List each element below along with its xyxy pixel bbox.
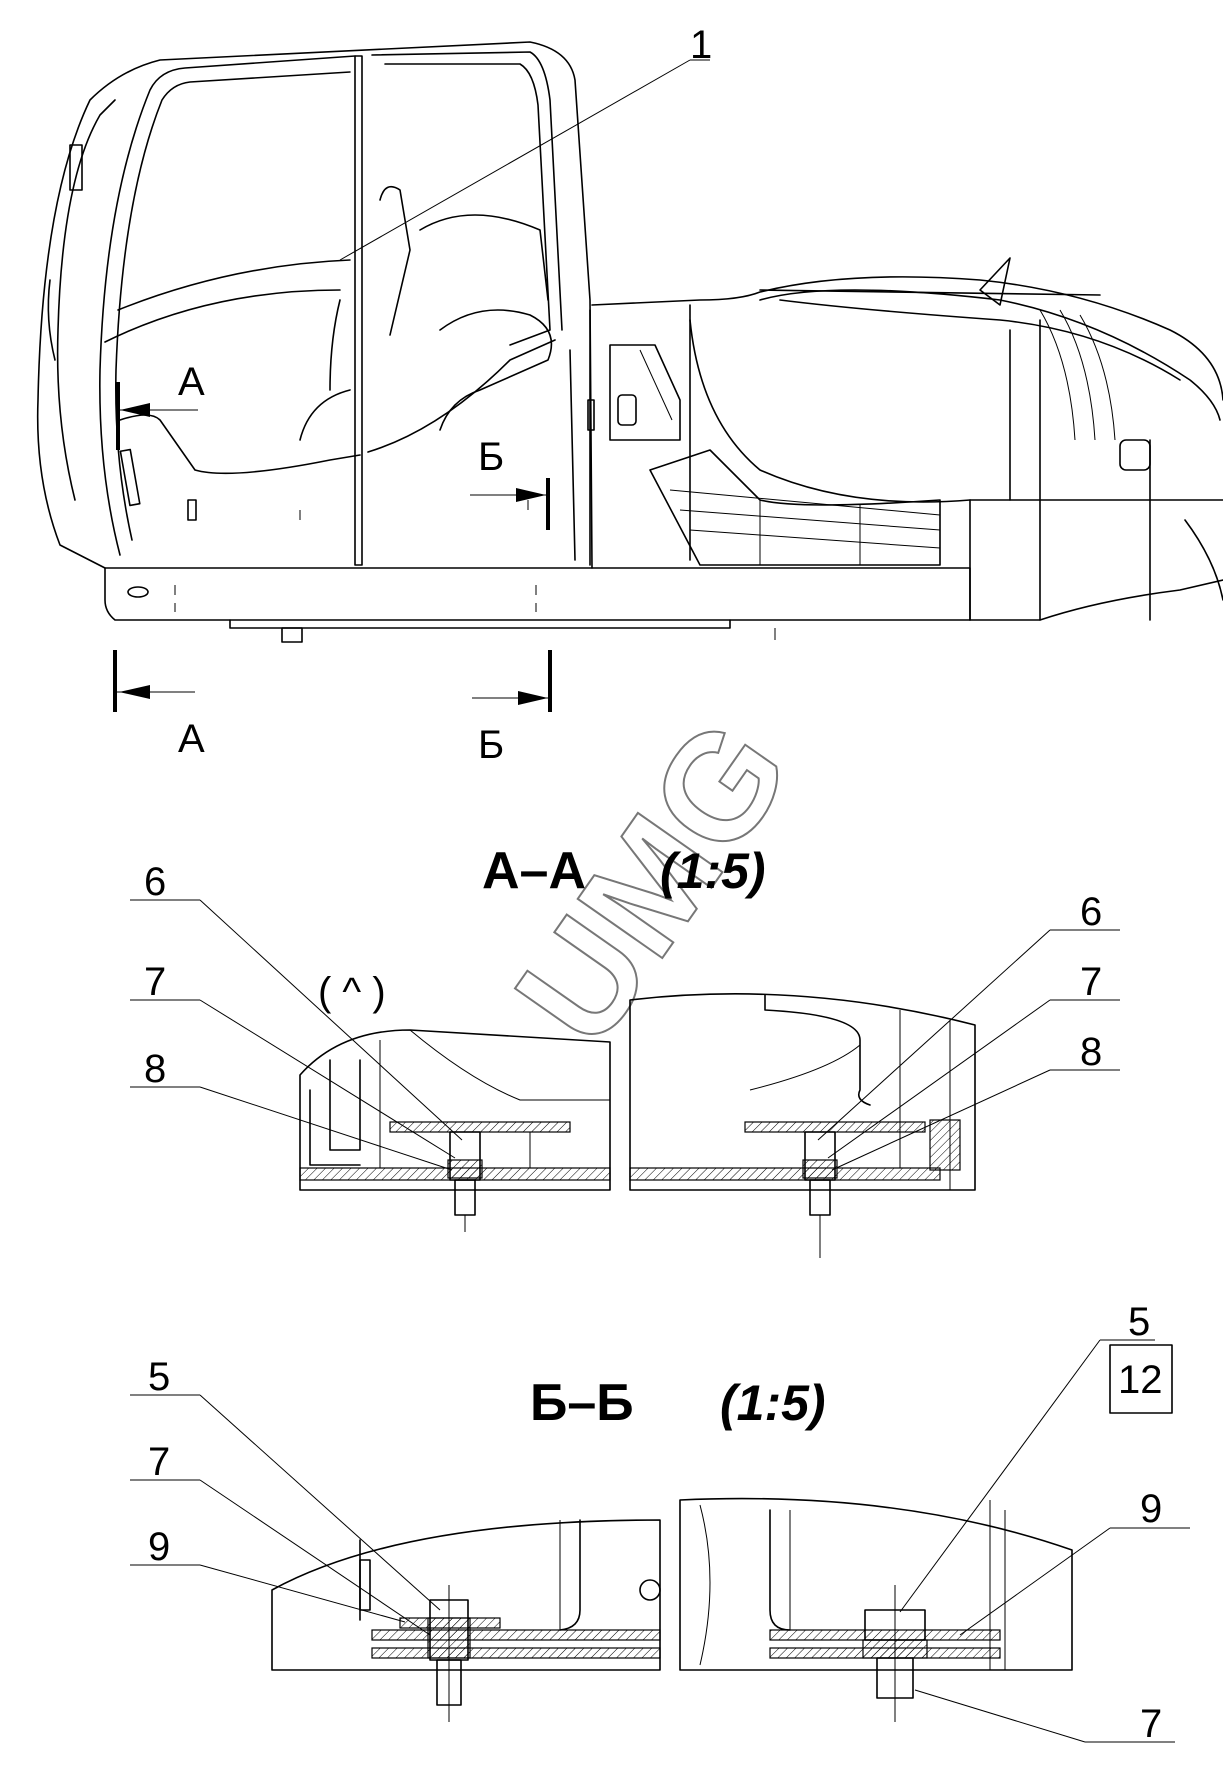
cut-mark-a: А [113,650,205,761]
bb-left-label-9: 9 [148,1525,170,1569]
section-aa-left-note: ( ^ ) [318,970,386,1014]
section-bb-title: Б–Б [530,1374,634,1432]
aa-right-label-7: 7 [1080,960,1102,1004]
cab [36,41,595,569]
cut-arrow-a-view: А [116,360,205,450]
section-bb-left [271,1519,661,1722]
section-bb-right [679,1497,1073,1722]
section-aa-right-leaders: 6 7 8 [817,890,1120,1171]
side-view: 1 А Б А Б [36,23,1223,767]
section-aa-scale: (1:5) [660,843,766,899]
bb-right-label-5: 5 [1128,1300,1150,1344]
aa-left-label-6: 6 [144,860,166,904]
aa-right-label-6: 6 [1080,890,1102,934]
engine-cover [591,257,1223,621]
section-bb-left-leaders: 5 7 9 [130,1355,441,1636]
bb-right-label-9: 9 [1140,1487,1162,1531]
callout-1-label: 1 [690,23,712,67]
callout-1: 1 [339,23,712,261]
section-aa-right [629,993,976,1258]
base-frame [104,567,971,643]
section-bb: Б–Б (1:5) 12 [130,1300,1190,1746]
cut-label-b-view: Б [478,435,504,479]
sheet-number: 12 [1118,1358,1163,1402]
bb-left-label-5: 5 [148,1355,170,1399]
cut-mark-b: Б [472,650,552,767]
section-bb-right-leaders: 5 9 7 [899,1300,1190,1746]
section-bb-scale: (1:5) [720,1375,826,1431]
cut-arrow-b-view: Б [470,435,550,530]
cut-label-a-view: А [178,360,205,404]
aa-left-label-8: 8 [144,1047,166,1091]
cut-mark-a-label: А [178,717,205,761]
cut-mark-b-label: Б [478,723,504,767]
bb-right-label-7: 7 [1140,1702,1162,1746]
section-aa-left-leaders: 6 7 8 [130,860,463,1171]
section-aa: А–А (1:5) ( ^ ) [130,842,1120,1258]
sheet-number-box: 12 [1109,1344,1173,1414]
aa-right-label-8: 8 [1080,1030,1102,1074]
section-aa-title: А–А [482,842,586,900]
bb-left-label-7: 7 [148,1440,170,1484]
aa-left-label-7: 7 [144,960,166,1004]
